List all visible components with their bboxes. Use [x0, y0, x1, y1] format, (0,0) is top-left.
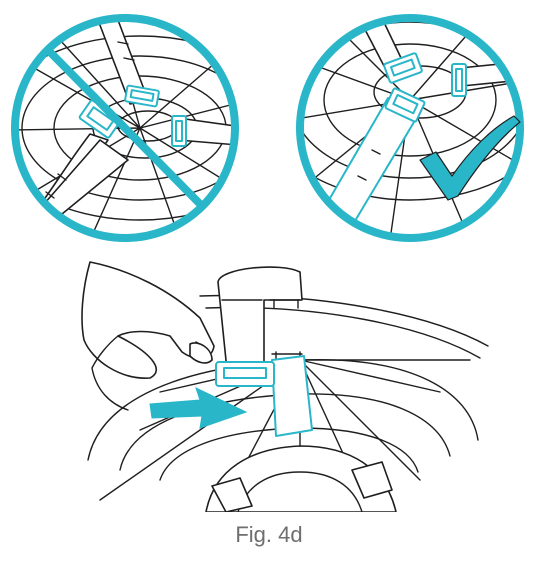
- arrow-right-icon: [149, 387, 248, 429]
- incorrect-panel: [11, 14, 239, 242]
- no-entry-icon: [11, 14, 239, 242]
- correct-frame-circle: [296, 14, 524, 242]
- correct-panel: [296, 14, 524, 242]
- checkmark-icon: [419, 115, 521, 201]
- figure-caption: Fig. 4d: [235, 522, 303, 547]
- detail-panel: [81, 261, 489, 512]
